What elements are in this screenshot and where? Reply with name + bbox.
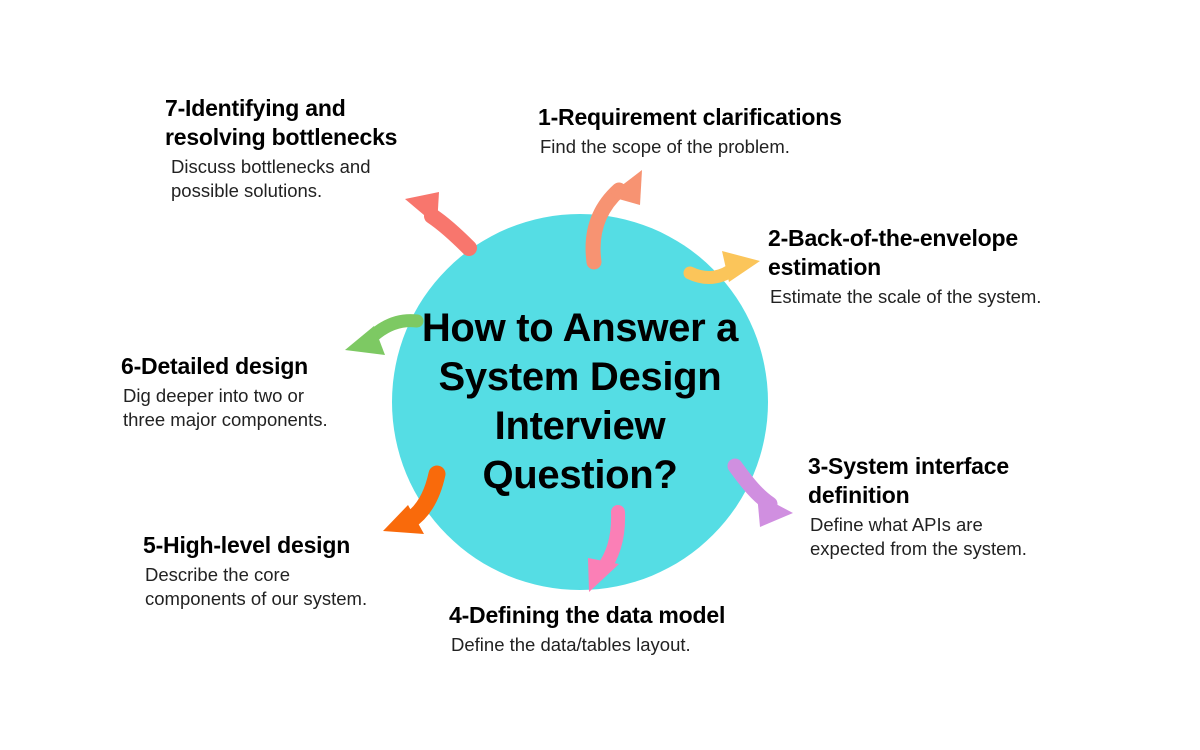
step-7-title: 7-Identifying and resolving bottlenecks	[165, 95, 398, 150]
step-5-title: 5-High-level design	[143, 532, 351, 558]
step-2-description: Estimate the scale of the system.	[770, 285, 1042, 307]
step-7-description: Discuss bottlenecks and possible solutio…	[171, 155, 371, 201]
step-6-title: 6-Detailed design	[121, 353, 309, 379]
step-4-title: 4-Defining the data model	[449, 602, 726, 628]
step-1-description: Find the scope of the problem.	[540, 135, 790, 157]
step-5-description: Describe the core components of our syst…	[145, 563, 368, 610]
center-title: How to Answer a System Design Interview …	[421, 306, 739, 497]
step-1-requirement-clarifications: 1-Requirement clarifications Find the sc…	[538, 103, 938, 159]
step-4-description: Define the data/tables layout.	[451, 633, 691, 655]
center-circle: How to Answer a System Design Interview …	[392, 214, 768, 590]
step-2-back-of-the-envelope-estimation: 2-Back-of-the-envelope estimation Estima…	[768, 224, 1098, 309]
step-1-title: 1-Requirement clarifications	[538, 104, 842, 130]
step-4-defining-the-data-model: 4-Defining the data model Define the dat…	[449, 601, 829, 657]
step-3-system-interface-definition: 3-System interface definition Define wha…	[808, 452, 1108, 561]
step-3-title: 3-System interface definition	[808, 453, 1009, 508]
step-6-description: Dig deeper into two or three major compo…	[123, 384, 328, 431]
step-7-identifying-and-resolving-bottlenecks: 7-Identifying and resolving bottlenecks …	[165, 94, 485, 203]
step-2-title: 2-Back-of-the-envelope estimation	[768, 225, 1018, 280]
step-5-high-level-design: 5-High-level design Describe the core co…	[143, 531, 443, 611]
step-3-description: Define what APIs are expected from the s…	[810, 513, 1027, 559]
step-6-detailed-design: 6-Detailed design Dig deeper into two or…	[121, 352, 411, 432]
